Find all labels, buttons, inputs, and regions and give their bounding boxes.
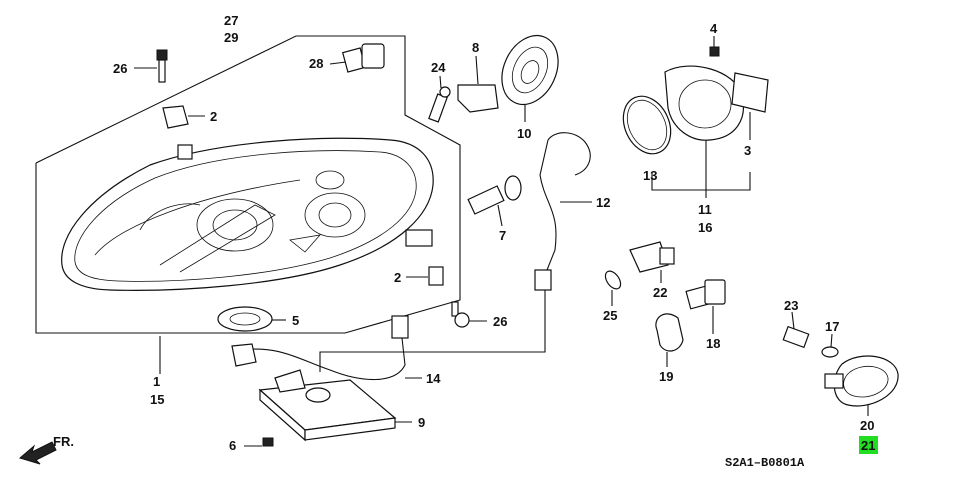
- label-4: 4: [710, 21, 718, 36]
- grommet-5: [217, 306, 286, 332]
- label-26a: 26: [113, 61, 127, 76]
- bolt-26b: [451, 301, 487, 328]
- leader-13-11-3: [651, 172, 751, 191]
- label-8: 8: [472, 40, 479, 55]
- label-11: 11: [698, 202, 712, 217]
- label-18: 18: [706, 336, 720, 351]
- label-23: 23: [784, 298, 798, 313]
- label-5: 5: [292, 313, 299, 328]
- label-13: 13: [643, 168, 657, 183]
- label-16: 16: [698, 220, 712, 235]
- bolt-6: [244, 437, 274, 447]
- bulb-25: [604, 270, 622, 306]
- label-6: 6: [229, 438, 236, 453]
- dust-cap-10: [501, 34, 559, 122]
- label-25: 25: [603, 308, 617, 323]
- label-2a: 2: [210, 109, 217, 124]
- front-marker: FR.: [53, 434, 74, 449]
- label-29: 29: [224, 30, 238, 45]
- ballast-unit-9: [258, 369, 412, 442]
- bulb-socket-28: [329, 43, 385, 73]
- bolt-26a: [134, 49, 168, 83]
- socket-22: [629, 241, 675, 283]
- socket-8: [457, 55, 499, 113]
- igniter-cable-12: [534, 132, 592, 291]
- pad-3: [731, 72, 769, 113]
- label-17: 17: [825, 319, 839, 334]
- highlight-21: [859, 436, 878, 454]
- bulb-17: [821, 333, 839, 358]
- diagram-code: S2A1–B0801A: [725, 456, 805, 470]
- side-marker-20: [824, 355, 899, 416]
- label-27: 27: [224, 13, 238, 28]
- label-15: 15: [150, 392, 164, 407]
- clip-2a: [162, 105, 205, 129]
- bulb-19: [655, 313, 684, 367]
- label-21: 21: [861, 438, 875, 453]
- socket-23: [782, 311, 810, 349]
- seal-13: [622, 95, 672, 155]
- bulb-24: [428, 75, 451, 123]
- label-7: 7: [499, 228, 506, 243]
- headlight-housing: [61, 137, 434, 291]
- retaining-ring-11: [664, 65, 744, 141]
- front-direction-arrow: [18, 441, 57, 465]
- label-1: 1: [153, 374, 160, 389]
- label-28: 28: [309, 56, 323, 71]
- label-26b: 26: [493, 314, 507, 329]
- label-24: 24: [431, 60, 446, 75]
- label-2b: 2: [394, 270, 401, 285]
- label-3: 3: [744, 143, 751, 158]
- label-9: 9: [418, 415, 425, 430]
- assembly-boundary: [35, 35, 461, 334]
- screw-4: [709, 36, 720, 57]
- clip-2b: [406, 266, 444, 286]
- hid-bulb-7: [467, 175, 522, 227]
- label-22: 22: [653, 285, 667, 300]
- label-12: 12: [596, 195, 610, 210]
- harness-14: [231, 315, 422, 381]
- label-19: 19: [659, 369, 673, 384]
- label-10: 10: [517, 126, 531, 141]
- socket-18: [685, 279, 726, 334]
- label-20: 20: [860, 418, 874, 433]
- leader-14-12: [319, 290, 546, 372]
- label-14: 14: [426, 371, 441, 386]
